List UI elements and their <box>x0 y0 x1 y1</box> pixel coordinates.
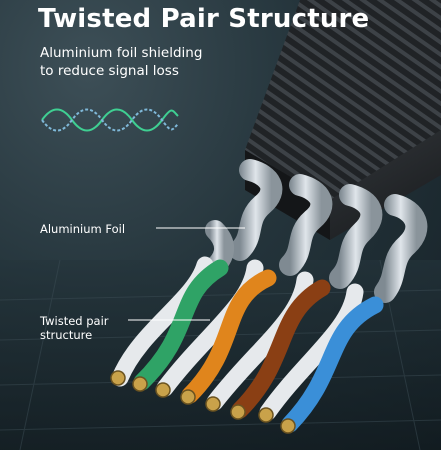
subtitle-line-1: Aluminium foil shielding <box>40 45 203 61</box>
wire-pair-orange <box>156 259 277 404</box>
twisted-pair-label-line-1: Twisted pair <box>40 314 109 328</box>
twisted-pair-label: Twisted pair structure <box>40 314 130 342</box>
aluminium-foil-twists <box>200 159 428 303</box>
wire-pair-green <box>111 256 229 391</box>
copper-conductors <box>110 370 296 434</box>
twisted-pair-label-line-2: structure <box>40 328 93 342</box>
subtitle: Aluminium foil shielding to reduce signa… <box>40 44 270 80</box>
subtitle-line-2: to reduce signal loss <box>40 63 179 79</box>
aluminium-foil-label: Aluminium Foil <box>40 222 126 236</box>
page-title: Twisted Pair Structure <box>38 4 370 34</box>
twisted-pair-wave-icon <box>41 108 179 132</box>
wire-pair-brown <box>206 271 331 419</box>
wire-pair-blue <box>259 283 384 433</box>
